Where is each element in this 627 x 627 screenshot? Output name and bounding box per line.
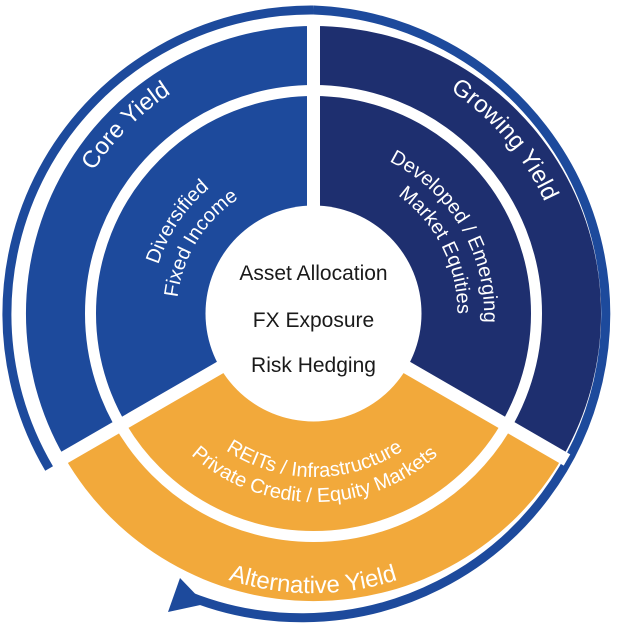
- center-line-asset-allocation: Asset Allocation: [239, 262, 387, 285]
- cycle-arrow-ring: [178, 5, 611, 623]
- segment-alternative-yield: [64, 363, 563, 602]
- center-line-risk-hedging: Risk Hedging: [251, 354, 376, 377]
- center-line-fx-exposure: FX Exposure: [253, 309, 374, 332]
- divider-right: [396, 357, 571, 466]
- divider-left: [56, 357, 231, 466]
- cycle-arrow-tail: [2, 5, 314, 471]
- center-circle: [205, 205, 422, 422]
- cycle-arrow-head-icon: [168, 578, 205, 612]
